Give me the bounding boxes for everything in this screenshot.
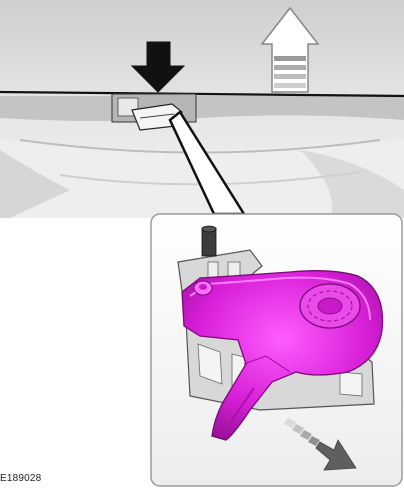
figure-id-label: E189028 <box>0 473 41 484</box>
detail-inset <box>151 214 402 486</box>
bolt <box>202 226 216 256</box>
